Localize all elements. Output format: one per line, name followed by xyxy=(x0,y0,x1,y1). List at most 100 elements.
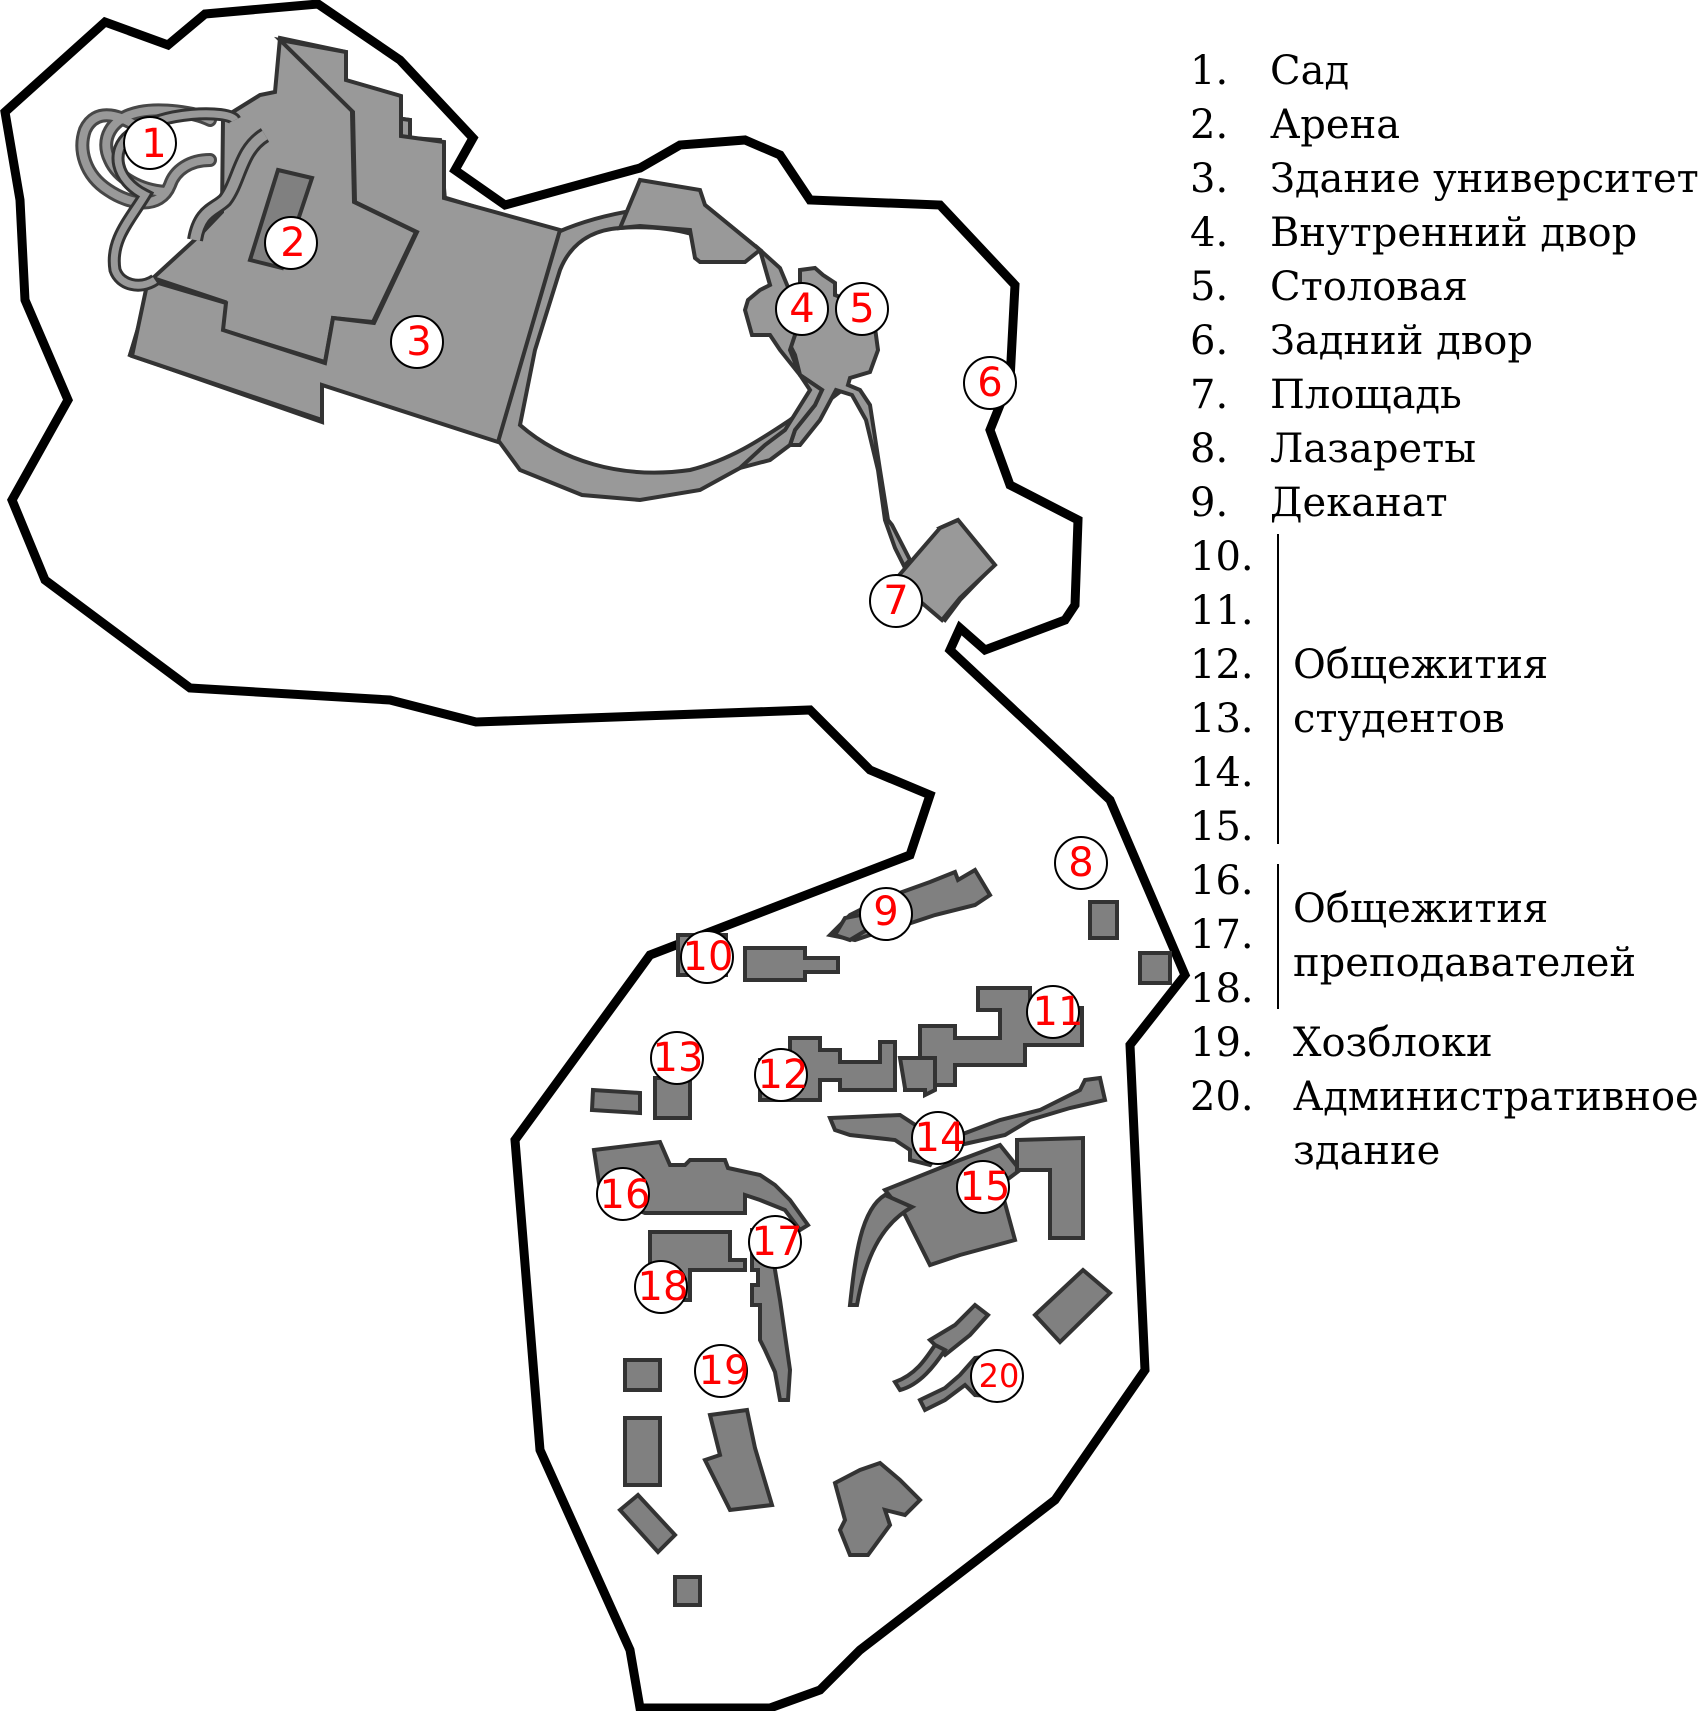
legend-number: 3. xyxy=(1190,156,1229,202)
marker-4[interactable]: 4 xyxy=(775,282,829,336)
legend-number: 6. xyxy=(1190,318,1229,364)
marker-2[interactable]: 2 xyxy=(264,216,318,270)
marker-5[interactable]: 5 xyxy=(835,282,889,336)
legend-label: здание xyxy=(1293,1128,1441,1174)
dorm-16 xyxy=(591,1139,811,1233)
svg-text:8: 8 xyxy=(1068,840,1093,886)
legend-label: Лазареты xyxy=(1270,426,1477,472)
marker-16[interactable]: 16 xyxy=(596,1167,651,1221)
marker-9[interactable]: 9 xyxy=(859,887,913,941)
svg-text:13: 13 xyxy=(653,1035,704,1081)
utility-7 xyxy=(1032,1267,1113,1345)
legend-group-teachers-line2: преподавателей xyxy=(1293,940,1637,986)
marker-8[interactable]: 8 xyxy=(1054,836,1108,890)
svg-text:3: 3 xyxy=(406,319,431,365)
utility-3 xyxy=(702,1407,775,1513)
svg-text:6: 6 xyxy=(977,360,1002,406)
svg-text:19: 19 xyxy=(699,1348,750,1394)
marker-20[interactable]: 20 xyxy=(970,1349,1024,1403)
legend-label: Хозблоки xyxy=(1293,1020,1493,1066)
marker-7[interactable]: 7 xyxy=(869,574,923,628)
marker-3[interactable]: 3 xyxy=(390,315,444,369)
legend-number: 11. xyxy=(1190,588,1254,634)
svg-text:16: 16 xyxy=(600,1172,651,1218)
legend-number: 18. xyxy=(1190,966,1254,1012)
dorm-17 xyxy=(750,1228,793,1402)
utility-6 xyxy=(832,1460,923,1557)
marker-19[interactable]: 19 xyxy=(694,1344,750,1398)
legend-number: 4. xyxy=(1190,210,1229,256)
svg-text:10: 10 xyxy=(683,934,734,980)
legend-number: 8. xyxy=(1190,426,1229,472)
svg-text:1: 1 xyxy=(141,121,166,167)
south-buildings xyxy=(589,867,1172,1607)
utility-4 xyxy=(617,1492,678,1555)
marker-14[interactable]: 14 xyxy=(911,1111,966,1165)
dorm-15-wing xyxy=(847,1192,917,1307)
svg-text:11: 11 xyxy=(1033,989,1084,1035)
marker-1[interactable]: 1 xyxy=(123,116,177,170)
svg-text:4: 4 xyxy=(789,286,814,332)
marker-11[interactable]: 11 xyxy=(1026,985,1084,1039)
legend-bracket-teachers xyxy=(1277,864,1279,1009)
marker-13[interactable]: 13 xyxy=(650,1031,704,1085)
utility-5 xyxy=(673,1575,702,1607)
marker-17[interactable]: 17 xyxy=(748,1215,802,1269)
utility-2 xyxy=(623,1416,662,1487)
svg-text:2: 2 xyxy=(280,220,305,266)
svg-text:18: 18 xyxy=(638,1264,689,1310)
utility-1 xyxy=(623,1358,662,1392)
legend-number: 13. xyxy=(1190,696,1254,742)
legend-label: Столовая xyxy=(1270,264,1468,310)
legend-label: Сад xyxy=(1270,48,1350,94)
infirmary-2 xyxy=(1138,951,1172,985)
university-west-block xyxy=(129,36,563,445)
legend-label: Здание университета xyxy=(1270,156,1700,202)
legend-number: 20. xyxy=(1190,1074,1254,1120)
legend-number: 16. xyxy=(1190,858,1254,904)
admin-path xyxy=(891,1342,948,1393)
university-overlay xyxy=(129,36,563,445)
dorm-15-annex xyxy=(1015,1135,1085,1240)
marker-6[interactable]: 6 xyxy=(963,356,1017,410)
infirmary-1 xyxy=(1088,900,1119,940)
dorm-11b xyxy=(897,1056,937,1099)
legend-label: Административное xyxy=(1293,1074,1699,1120)
legend-number: 5. xyxy=(1190,264,1229,310)
dorm-13-annex xyxy=(589,1087,642,1116)
svg-text:5: 5 xyxy=(849,286,874,332)
svg-text:7: 7 xyxy=(883,578,908,624)
marker-15[interactable]: 15 xyxy=(956,1160,1011,1214)
legend-label: Деканат xyxy=(1270,480,1448,526)
legend-label: Внутренний двор xyxy=(1270,210,1638,256)
legend-number: 10. xyxy=(1190,534,1254,580)
legend-label: Площадь xyxy=(1270,372,1462,418)
legend-number: 2. xyxy=(1190,102,1229,148)
legend-number: 19. xyxy=(1190,1020,1254,1066)
svg-text:12: 12 xyxy=(758,1052,809,1098)
legend-group-students-line1: Общежития xyxy=(1293,642,1549,688)
legend-number: 9. xyxy=(1190,480,1229,526)
dorm-14 xyxy=(827,1075,1108,1168)
campus-boundary xyxy=(0,0,1191,1711)
legend-label: Задний двор xyxy=(1270,318,1533,364)
legend-label: Арена xyxy=(1270,102,1401,148)
legend-number: 12. xyxy=(1190,642,1254,688)
legend-group-teachers-line1: Общежития xyxy=(1293,886,1549,932)
map-markers: 1 2 3 4 5 6 7 8 9 10 11 12 13 14 15 16 1… xyxy=(123,116,1108,1403)
utility-8 xyxy=(926,1302,991,1358)
legend-number: 7. xyxy=(1190,372,1229,418)
legend-number: 14. xyxy=(1190,750,1254,796)
marker-12[interactable]: 12 xyxy=(754,1048,809,1102)
svg-text:15: 15 xyxy=(960,1164,1011,1210)
marker-10[interactable]: 10 xyxy=(680,930,734,984)
legend-bracket-students xyxy=(1277,534,1279,844)
legend-number: 15. xyxy=(1190,804,1254,850)
legend-number: 17. xyxy=(1190,912,1254,958)
svg-text:9: 9 xyxy=(873,889,898,935)
legend-number: 1. xyxy=(1190,48,1229,94)
marker-18[interactable]: 18 xyxy=(634,1260,689,1314)
svg-text:14: 14 xyxy=(915,1115,966,1161)
legend-group-students-line2: студентов xyxy=(1293,696,1505,742)
